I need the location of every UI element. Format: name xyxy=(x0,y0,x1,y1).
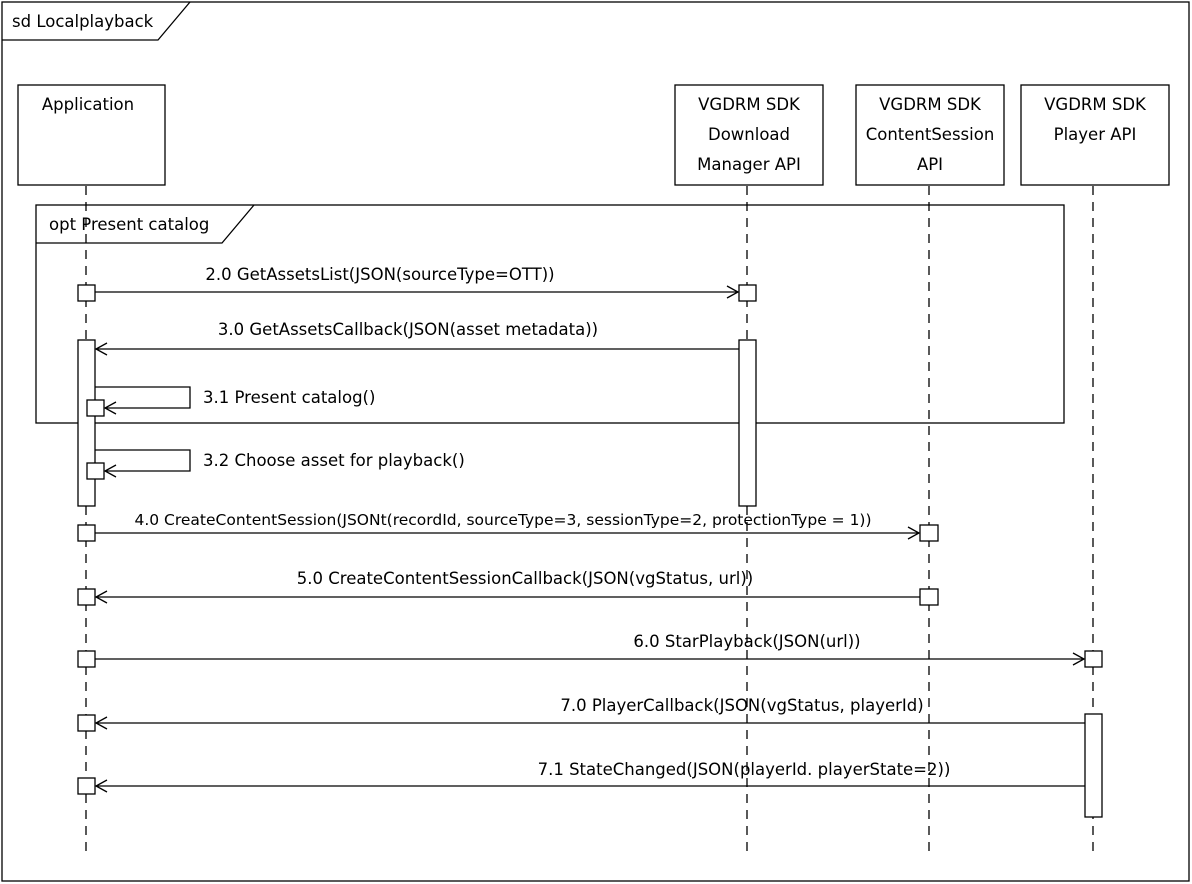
message-arrow-line xyxy=(95,386,191,409)
message-3-2: 3.2 Choose asset for playback() xyxy=(95,449,465,478)
message-7-1: 7.1 StateChanged(JSON(playerId. playerSt… xyxy=(94,760,1085,793)
lifeline-label-line: ContentSession xyxy=(866,125,995,144)
activation-box xyxy=(86,399,105,417)
activation-bar-application xyxy=(77,339,96,507)
lifeline-download-manager: VGDRM SDK Download Manager API xyxy=(674,84,824,186)
activation-box xyxy=(77,714,96,732)
message-4-0: 4.0 CreateContentSession(JSONt(recordId,… xyxy=(95,511,921,540)
arrowhead-icon xyxy=(103,464,117,478)
lifeline-label-line: Player API xyxy=(1054,125,1137,144)
message-label: 3.2 Choose asset for playback() xyxy=(203,451,465,470)
message-5-0: 5.0 CreateContentSessionCallback(JSON(vg… xyxy=(94,569,920,604)
arrowhead-icon xyxy=(94,590,108,604)
message-label: 7.1 StateChanged(JSON(playerId. playerSt… xyxy=(538,760,951,779)
arrowhead-icon xyxy=(726,285,740,299)
lifeline-content-session: VGDRM SDK ContentSession API xyxy=(855,84,1005,186)
lifeline-head-application xyxy=(17,84,166,186)
opt-fragment-tab xyxy=(36,204,255,244)
activation-box xyxy=(77,777,96,795)
message-6-0: 6.0 StarPlayback(JSON(url)) xyxy=(95,632,1086,666)
arrowhead-icon xyxy=(94,779,108,793)
message-label: 7.0 PlayerCallback(JSON(vgStatus, player… xyxy=(560,696,923,715)
message-7-0: 7.0 PlayerCallback(JSON(vgStatus, player… xyxy=(94,696,1085,730)
lifeline-application: Application xyxy=(17,84,166,186)
arrowhead-icon xyxy=(94,342,108,356)
arrowhead-icon xyxy=(94,716,108,730)
arrowhead-icon xyxy=(103,401,117,415)
activation-box xyxy=(77,284,96,302)
arrowhead-icon xyxy=(907,526,921,540)
activation-box xyxy=(919,524,939,542)
lifeline-player: VGDRM SDK Player API xyxy=(1020,84,1170,186)
message-arrow-line xyxy=(95,449,191,472)
lifeline-label-line: API xyxy=(917,155,943,174)
opt-fragment-label: opt Present catalog xyxy=(49,215,209,234)
message-2-0: 2.0 GetAssetsList(JSON(sourceType=OTT)) xyxy=(95,265,740,299)
activation-box xyxy=(77,650,96,668)
frame-title: sd Localplayback xyxy=(12,12,154,31)
opt-fragment xyxy=(35,204,1065,424)
message-label: 2.0 GetAssetsList(JSON(sourceType=OTT)) xyxy=(205,265,554,284)
lifeline-head-content-session xyxy=(855,84,1005,186)
message-3-0: 3.0 GetAssetsCallback(JSON(asset metadat… xyxy=(94,320,739,356)
lifeline-label-line: Download xyxy=(708,125,790,144)
activation-bar-player xyxy=(1084,713,1103,818)
message-3-1: 3.1 Present catalog() xyxy=(95,386,375,415)
activation-box xyxy=(77,524,96,542)
message-label: 6.0 StarPlayback(JSON(url)) xyxy=(633,632,860,651)
lifeline-label-line: VGDRM SDK xyxy=(879,95,982,114)
frame-tab xyxy=(2,1,191,41)
lifeline-label-line: VGDRM SDK xyxy=(698,95,801,114)
lifeline-label-line: Application xyxy=(42,95,134,114)
arrowhead-icon xyxy=(1072,652,1086,666)
activation-box xyxy=(1084,650,1103,668)
activation-bar-download-manager xyxy=(738,339,757,507)
lifeline-label-line: VGDRM SDK xyxy=(1044,95,1147,114)
lifeline-head-download-manager xyxy=(674,84,824,186)
message-label: 3.0 GetAssetsCallback(JSON(asset metadat… xyxy=(218,320,598,339)
lifeline-label-line: Manager API xyxy=(697,155,801,174)
activation-box xyxy=(77,588,96,606)
lifeline-head-player xyxy=(1020,84,1170,186)
activation-box xyxy=(738,284,757,302)
message-label: 4.0 CreateContentSession(JSONt(recordId,… xyxy=(134,511,871,529)
message-label: 5.0 CreateContentSessionCallback(JSON(vg… xyxy=(297,569,753,588)
activation-box xyxy=(86,462,105,480)
message-label: 3.1 Present catalog() xyxy=(203,388,375,407)
activation-box xyxy=(919,588,939,606)
